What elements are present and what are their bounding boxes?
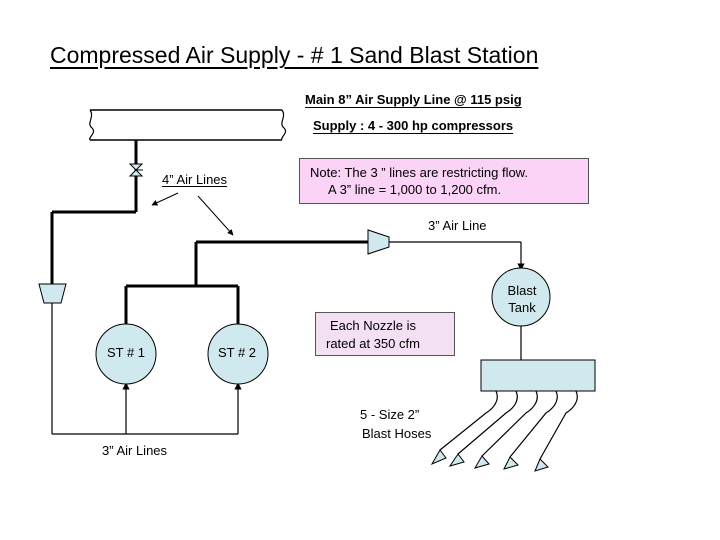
station-2-circle — [207, 323, 269, 385]
three-inch-lines-label: 3” Air Lines — [102, 443, 168, 458]
blast-tank-line-1: Blast — [507, 283, 537, 298]
hose-manifold — [480, 359, 596, 392]
supply-label: Supply : 4 - 300 hp compressors — [313, 118, 514, 133]
main-line-label: Main 8” Air Supply Line @ 115 psig — [305, 92, 522, 107]
restriction-note: Note: The 3 ” lines are restricting flow… — [299, 158, 589, 204]
nozzle-note-line-1: Each Nozzle is — [330, 318, 416, 333]
main-header-pipe — [89, 109, 287, 141]
four-inch-branch — [124, 240, 368, 326]
blast-tank-line-2: Tank — [508, 300, 536, 315]
note-line-2: A 3” line = 1,000 to 1,200 cfm. — [328, 182, 502, 197]
valve-icon — [128, 163, 144, 177]
pointer-arrow-right — [197, 195, 234, 236]
nozzle-note-line-2: rated at 350 cfm — [326, 336, 420, 351]
hoses-line-2: Blast Hoses — [362, 426, 432, 441]
station-2-label: ST # 2 — [217, 345, 257, 360]
three-inch-line-label: 3” Air Line — [428, 218, 487, 233]
right-reducer — [367, 229, 390, 255]
blast-hoses-label: 5 - Size 2” Blast Hoses — [360, 405, 431, 443]
header-drop-line — [50, 140, 138, 284]
blast-tank-label: Blast Tank — [493, 282, 551, 316]
pointer-arrow-left — [151, 192, 179, 206]
nozzle-rating-note: Each Nozzle is rated at 350 cfm — [315, 312, 455, 356]
three-inch-air-line — [389, 241, 525, 271]
page-title: Compressed Air Supply - # 1 Sand Blast S… — [50, 42, 539, 68]
hose-nozzles — [430, 449, 549, 472]
note-line-1: Note: The 3 ” lines are restricting flow… — [310, 165, 528, 180]
four-inch-lines-label: 4” Air Lines — [162, 172, 228, 187]
blast-hoses — [439, 390, 578, 460]
hoses-line-1: 5 - Size 2” — [360, 407, 420, 422]
station-1-label: ST # 1 — [106, 345, 146, 360]
three-inch-lines-bottom — [51, 303, 242, 435]
station-1-circle — [95, 323, 157, 385]
left-reducer — [38, 283, 67, 304]
